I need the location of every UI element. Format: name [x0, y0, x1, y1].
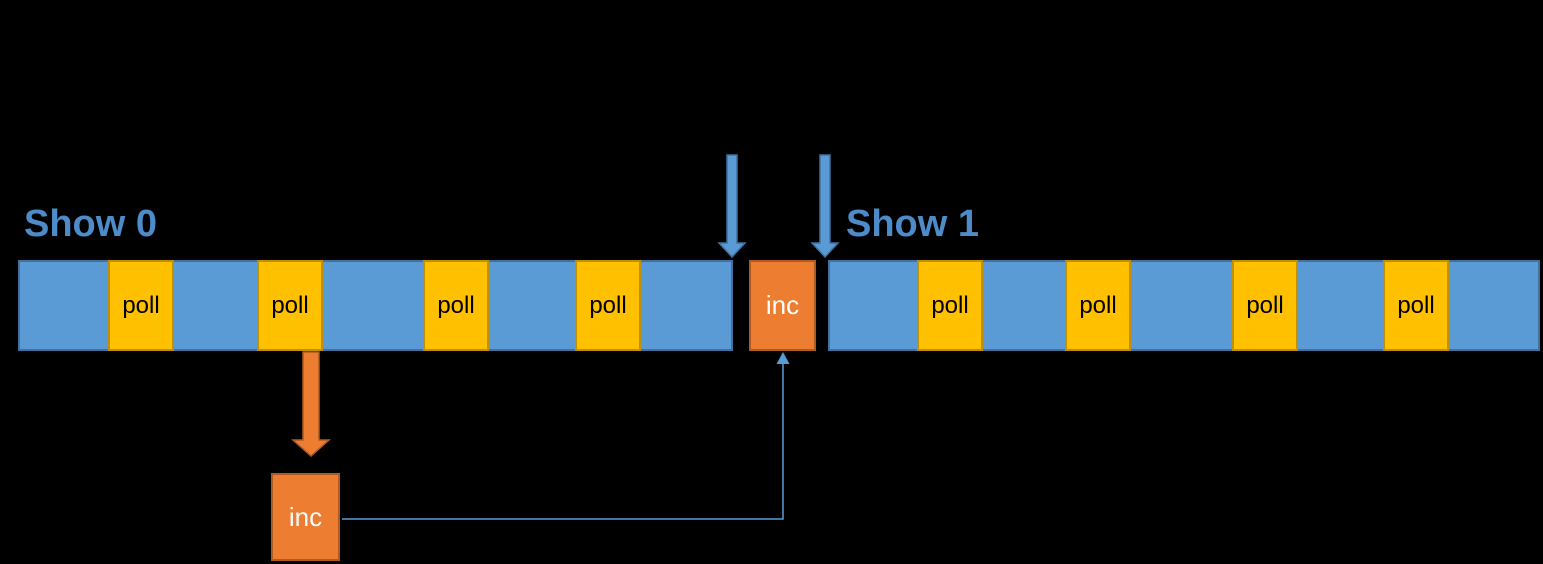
poll-block: poll: [423, 260, 489, 351]
label-show-0: Show 0: [24, 203, 158, 245]
poll-block: poll: [575, 260, 641, 351]
show1-start-down-arrow-icon: [810, 154, 840, 259]
return-connector-line: [342, 363, 784, 520]
poll-block: poll: [1383, 260, 1449, 351]
poll-block: poll: [1232, 260, 1298, 351]
poll-block: poll: [917, 260, 983, 351]
poll-block: poll: [108, 260, 174, 351]
poll-block: poll: [257, 260, 323, 351]
inc-block-inline: inc: [749, 260, 816, 351]
poll-block: poll: [1065, 260, 1131, 351]
return-up-arrowhead-icon: [776, 352, 790, 364]
defer-down-arrow-icon: [291, 351, 331, 458]
show0-end-down-arrow-icon: [717, 154, 747, 259]
inc-block-deferred: inc: [271, 473, 340, 561]
label-show-1: Show 1: [846, 203, 980, 245]
